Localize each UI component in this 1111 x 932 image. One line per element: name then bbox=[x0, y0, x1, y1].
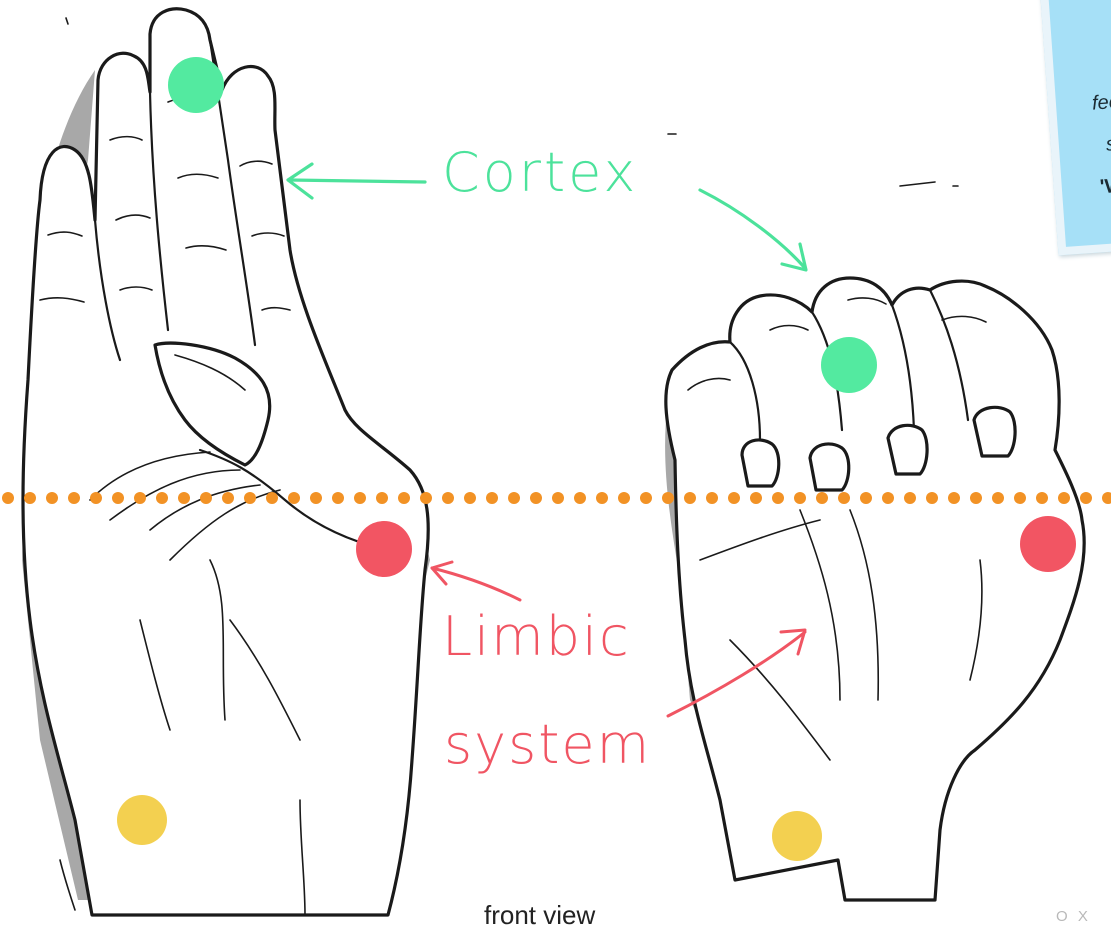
open-hand bbox=[22, 9, 430, 915]
divider-dot bbox=[508, 492, 520, 504]
divider-dot bbox=[310, 492, 322, 504]
brainstem-dot-fist bbox=[772, 811, 822, 861]
divider-dot bbox=[904, 492, 916, 504]
divider-dot bbox=[926, 492, 938, 504]
divider-dot bbox=[838, 492, 850, 504]
divider-dot bbox=[552, 492, 564, 504]
cortex-label: Cortex bbox=[442, 146, 638, 200]
view-caption: front view bbox=[484, 900, 595, 931]
cortex-arrow-left bbox=[288, 164, 425, 198]
divider-dot bbox=[1080, 492, 1092, 504]
divider-dot bbox=[46, 492, 58, 504]
divider-dot bbox=[860, 492, 872, 504]
system-label: system bbox=[444, 718, 651, 772]
limbic-dot-open-hand bbox=[356, 521, 412, 577]
note-line: fee bbox=[1091, 91, 1111, 116]
divider-dot bbox=[486, 492, 498, 504]
divider-dot bbox=[244, 492, 256, 504]
divider-dot bbox=[1058, 492, 1070, 504]
divider-dot bbox=[992, 492, 1004, 504]
divider-dot bbox=[332, 492, 344, 504]
brainstem-dot-open-hand bbox=[117, 795, 167, 845]
divider-dot bbox=[178, 492, 190, 504]
divider-dot bbox=[376, 492, 388, 504]
limbic-dot-fist bbox=[1020, 516, 1076, 572]
divider-dot bbox=[948, 492, 960, 504]
note-line: s bbox=[1105, 133, 1111, 157]
divider-dot bbox=[90, 492, 102, 504]
divider-dot bbox=[156, 492, 168, 504]
divider-dot bbox=[772, 492, 784, 504]
limbic-label: Limbic bbox=[442, 610, 631, 664]
divider-dot bbox=[222, 492, 234, 504]
divider-dot bbox=[200, 492, 212, 504]
divider-dot bbox=[24, 492, 36, 504]
limbic-arrow-left bbox=[432, 562, 520, 600]
divider-dot bbox=[574, 492, 586, 504]
divider-dot bbox=[464, 492, 476, 504]
divider-dot bbox=[596, 492, 608, 504]
divider-dot bbox=[288, 492, 300, 504]
divider-dot bbox=[398, 492, 410, 504]
divider-dot bbox=[134, 492, 146, 504]
divider-dot bbox=[662, 492, 674, 504]
divider-dot bbox=[266, 492, 278, 504]
note-line: 'Wa bbox=[1099, 174, 1111, 199]
divider-dot bbox=[1102, 492, 1111, 504]
divider-dot bbox=[728, 492, 740, 504]
divider-dot bbox=[112, 492, 124, 504]
divider-dot bbox=[618, 492, 630, 504]
cortex-arrow-right bbox=[700, 190, 806, 270]
divider-dot bbox=[794, 492, 806, 504]
divider-dot bbox=[816, 492, 828, 504]
divider-dot bbox=[68, 492, 80, 504]
divider-dot bbox=[882, 492, 894, 504]
divider-dot bbox=[750, 492, 762, 504]
divider-dot bbox=[442, 492, 454, 504]
divider-dot bbox=[684, 492, 696, 504]
divider-dot bbox=[970, 492, 982, 504]
divider-dot bbox=[354, 492, 366, 504]
divider-dot bbox=[1014, 492, 1026, 504]
divider-dot bbox=[1036, 492, 1048, 504]
cortex-dot-fist bbox=[821, 337, 877, 393]
divider-dot bbox=[706, 492, 718, 504]
divider-dot bbox=[420, 492, 432, 504]
corner-badge: O X bbox=[1056, 908, 1091, 925]
divider-dot bbox=[640, 492, 652, 504]
cortex-dot-open-hand bbox=[168, 57, 224, 113]
divider-dot bbox=[2, 492, 14, 504]
divider-dot bbox=[530, 492, 542, 504]
